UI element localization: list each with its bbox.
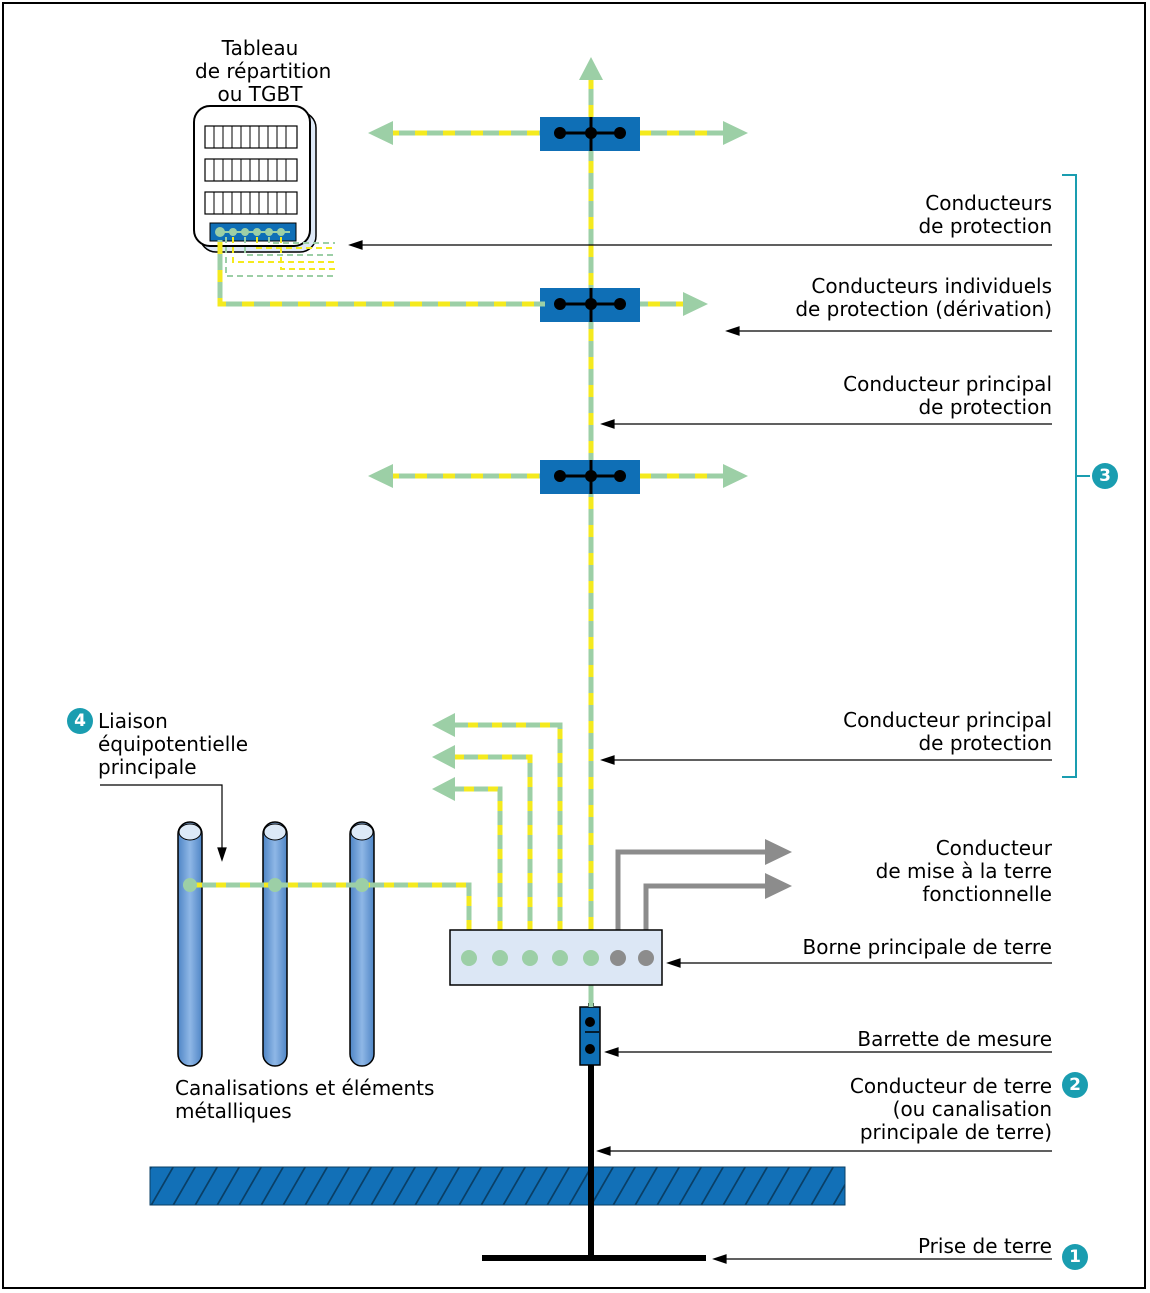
label-canalisations-line2: métalliques — [175, 1099, 292, 1123]
label-canalisations: Canalisations et éléments métalliques — [175, 1077, 434, 1123]
label-canalisations-line1: Canalisations et éléments — [175, 1076, 435, 1100]
equipotential-bond — [183, 878, 472, 957]
leader-lines — [100, 240, 1052, 1264]
label-conducteur-terre-line2: (ou canalisation — [892, 1097, 1052, 1121]
badge-two: 2 — [1062, 1072, 1088, 1098]
label-borne-principale: Borne principale de terre — [802, 936, 1052, 959]
label-conducteurs-individuels-line1: Conducteurs individuels — [811, 274, 1052, 298]
equipotential-arrows — [432, 713, 455, 801]
label-liaison-line3: principale — [98, 755, 197, 779]
label-conducteur-principal-2-line1: Conducteur principal — [843, 708, 1052, 732]
board-link — [217, 240, 545, 307]
label-prise-terre-text: Prise de terre — [917, 1234, 1052, 1258]
label-liaison-line1: Liaison — [98, 709, 168, 733]
label-conducteur-terre-line3: principale de terre) — [859, 1120, 1052, 1144]
label-conducteur-principal-2: Conducteur principal de protection — [843, 709, 1052, 755]
label-mise-terre-line3: fonctionnelle — [922, 882, 1052, 906]
connector-top — [540, 117, 640, 151]
functional-earth-arrows — [765, 839, 792, 899]
label-conducteur-terre-line1: Conducteur de terre — [849, 1074, 1052, 1098]
label-tableau-line2: de répartition — [195, 59, 332, 83]
connector-middle — [540, 288, 640, 322]
label-conducteur-terre: Conducteur de terre (ou canalisation pri… — [850, 1075, 1052, 1144]
label-prise-terre: Prise de terre — [918, 1235, 1052, 1258]
label-conducteur-mise-terre: Conducteur de mise à la terre fonctionne… — [876, 837, 1052, 906]
label-conducteurs-protection-line1: Conducteurs — [925, 191, 1052, 215]
label-conducteurs-protection-line2: de protection — [918, 214, 1052, 238]
label-tableau-line3: ou TGBT — [217, 82, 303, 106]
label-borne-principale-text: Borne principale de terre — [802, 935, 1052, 959]
board-protection-conductors — [225, 237, 335, 277]
label-tableau: Tableau de répartition ou TGBT — [195, 36, 332, 106]
protection-bracket — [1062, 174, 1090, 778]
distribution-board — [193, 105, 317, 253]
label-conducteurs-protection: Conducteurs de protection — [918, 192, 1052, 238]
label-liaison-line2: équipotentielle — [98, 732, 249, 756]
badge-three: 3 — [1092, 463, 1118, 489]
connector-lower — [540, 460, 640, 494]
metal-pipes — [177, 821, 375, 1067]
label-mise-terre-line1: Conducteur — [935, 836, 1052, 860]
label-conducteur-principal-2-line2: de protection — [918, 731, 1052, 755]
label-tableau-line1: Tableau — [221, 36, 299, 60]
ground-layer — [149, 1166, 846, 1206]
label-conducteur-principal-1-line2: de protection — [918, 395, 1052, 419]
label-barrette-text: Barrette de mesure — [857, 1027, 1052, 1051]
equipotential-branches — [448, 722, 563, 957]
label-mise-terre-line2: de mise à la terre — [875, 859, 1052, 883]
main-protection-conductor — [579, 57, 603, 1007]
label-conducteurs-individuels-line2: de protection (dérivation) — [795, 297, 1052, 321]
label-barrette: Barrette de mesure — [857, 1028, 1052, 1051]
main-earthing-terminal — [449, 929, 663, 986]
label-conducteur-principal-1-line1: Conducteur principal — [843, 372, 1052, 396]
badge-one: 1 — [1062, 1244, 1088, 1270]
label-conducteur-principal-1: Conducteur principal de protection — [843, 373, 1052, 419]
measuring-bar — [579, 1006, 601, 1066]
label-conducteurs-individuels: Conducteurs individuels de protection (d… — [795, 275, 1052, 321]
badge-four: 4 — [67, 708, 93, 734]
label-liaison: Liaison équipotentielle principale — [98, 710, 248, 779]
